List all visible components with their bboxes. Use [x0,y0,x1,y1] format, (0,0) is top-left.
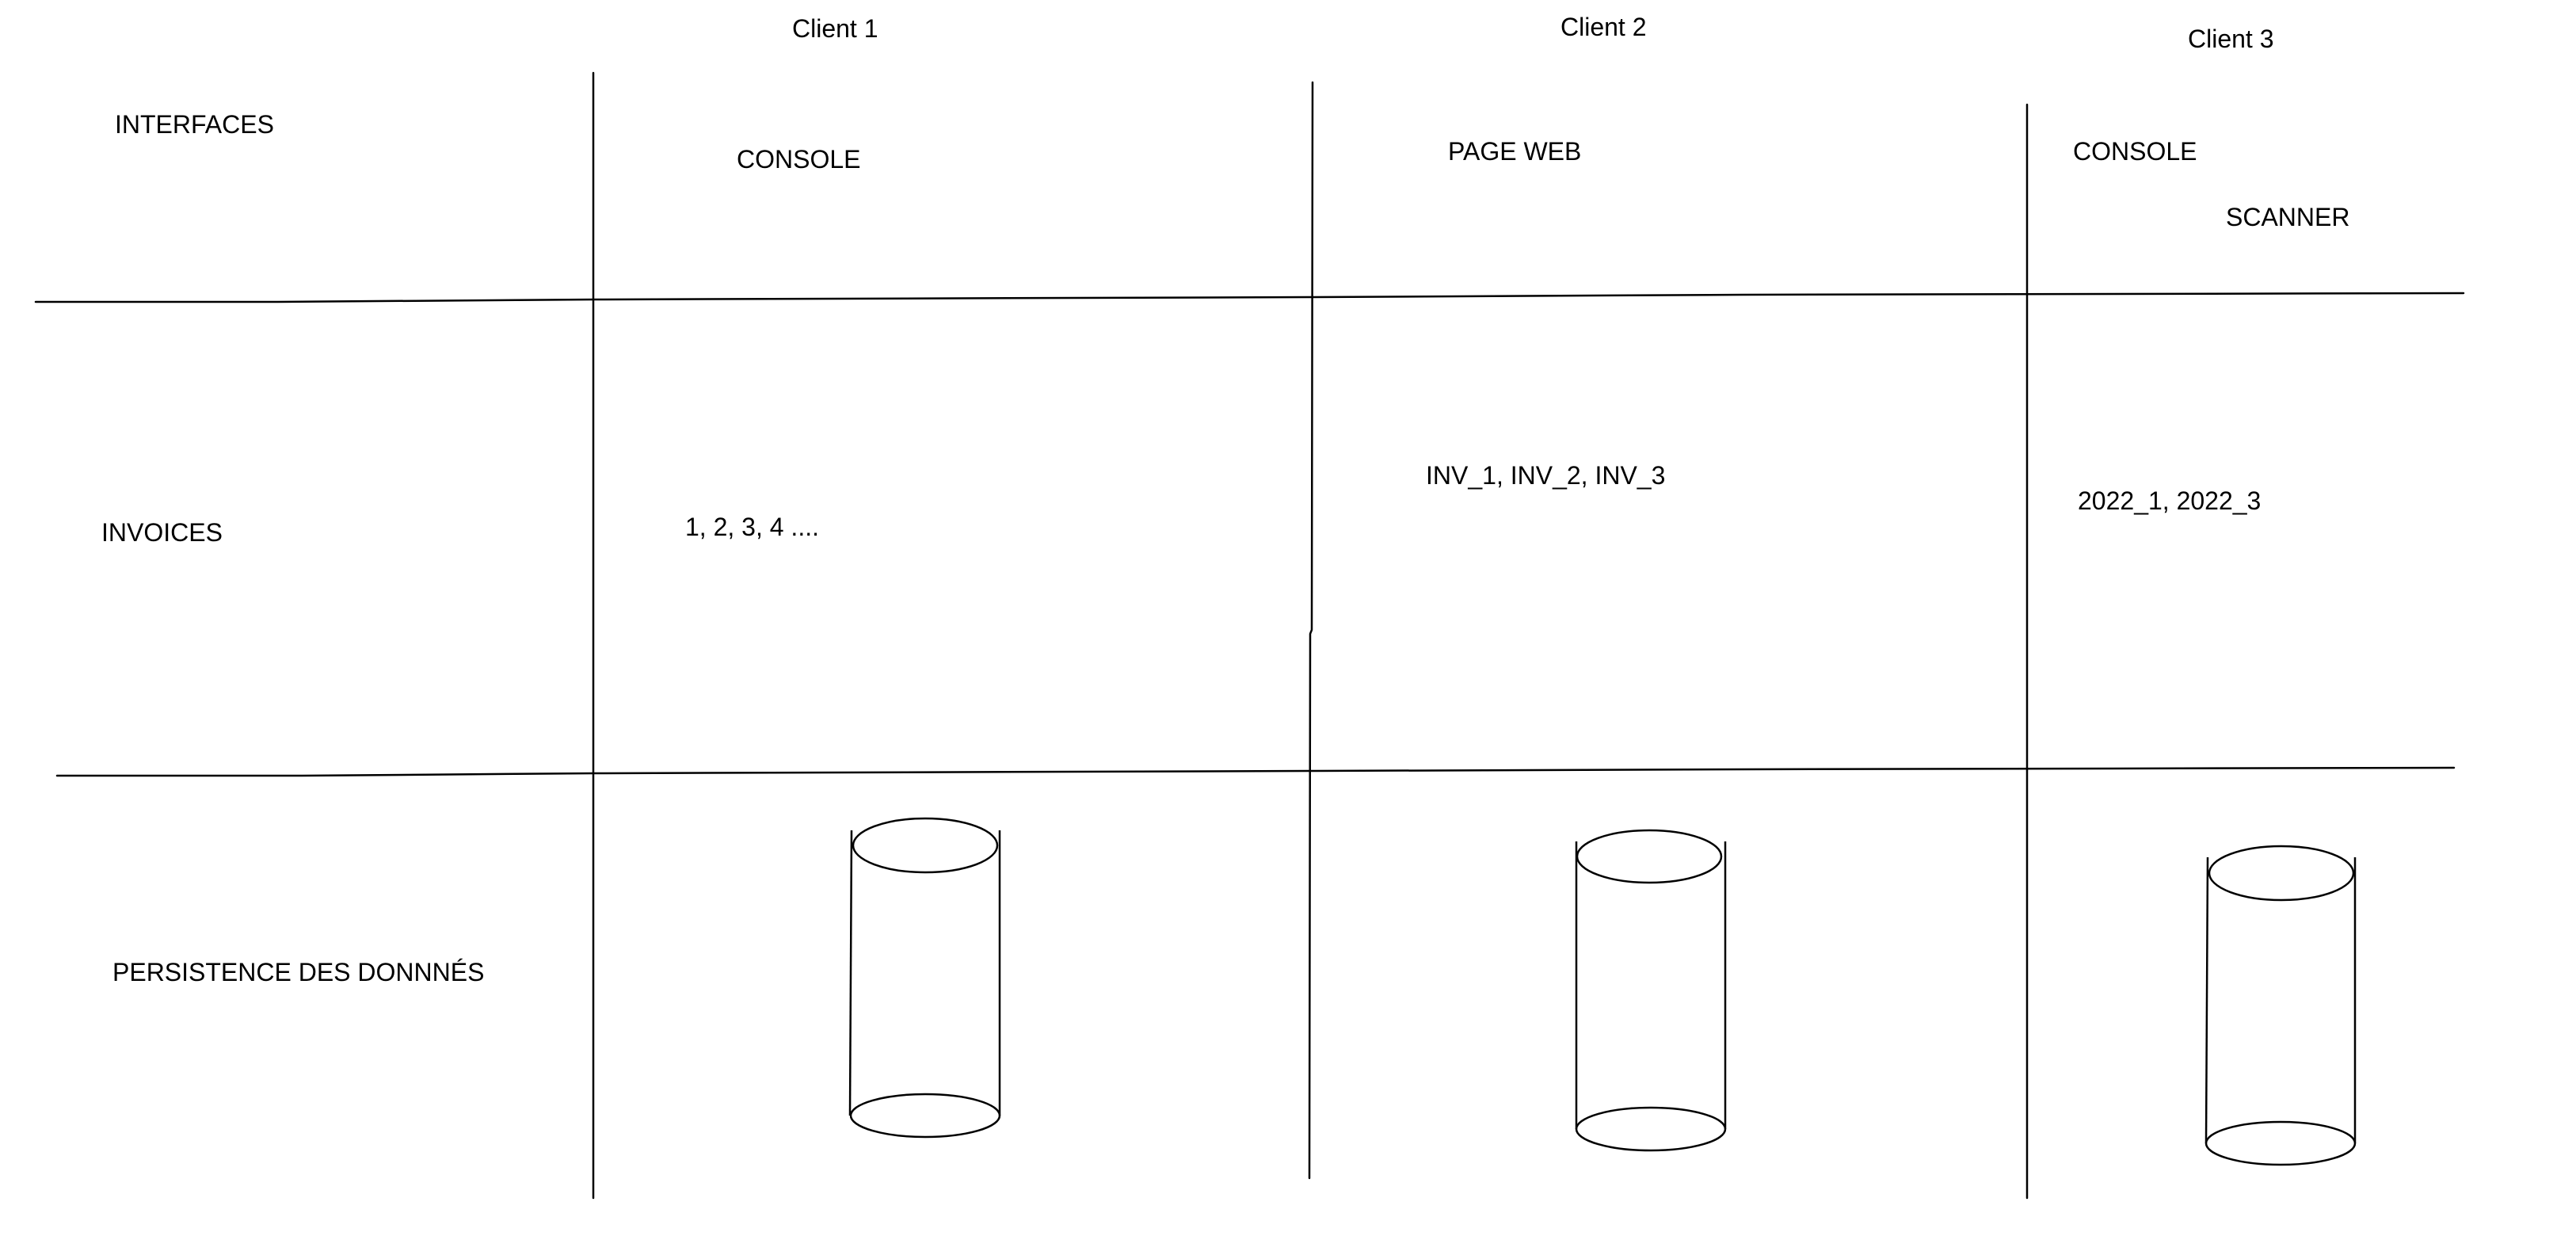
client-3-header: Client 3 [2188,25,2274,53]
row-separator-1 [34,292,2465,303]
client-1-database-icon [848,817,1001,1139]
client-3-invoices: 2022_1, 2022_3 [2078,486,2261,515]
client-2-invoices: INV_1, INV_2, INV_3 [1426,461,1665,490]
row-separator-2 [55,766,2456,777]
row-label-invoices: INVOICES [101,518,223,547]
client-3-database-icon [2204,845,2357,1166]
client-2-header: Client 2 [1560,13,1647,41]
client-2-interface: PAGE WEB [1448,137,1581,166]
client-1-header: Client 1 [792,14,878,43]
client-1-invoices: 1, 2, 3, 4 .... [685,513,819,541]
client-2-database-icon [1575,829,1727,1152]
client-3-interface-console: CONSOLE [2073,137,2197,166]
row-label-interfaces: INTERFACES [115,110,274,139]
client-3-interface-scanner: SCANNER [2226,203,2349,231]
client-1-interface: CONSOLE [737,145,860,174]
column-separator-2 [1308,81,1314,1180]
row-label-persistence: PERSISTENCE DES DONNNÉS [112,958,484,986]
